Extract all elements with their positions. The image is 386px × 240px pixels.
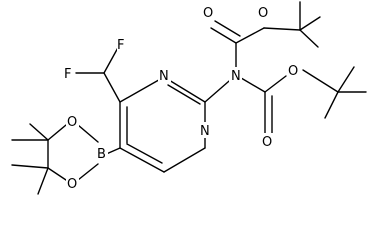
bond-pin-bottom-me2	[37, 167, 49, 195]
bond-oester-tbu-bottom	[302, 69, 339, 93]
atom-n-amine: N	[231, 69, 241, 84]
atom-n-ring-top: N	[159, 69, 169, 84]
bond-pin-top-me1	[29, 123, 49, 141]
bond-o-top-c	[47, 124, 67, 141]
atom-o-carbonyl-bottom: O	[262, 135, 272, 150]
bonds	[11, 1, 367, 195]
bond-carbonyl-top-oester	[235, 27, 265, 44]
atom-labels: F F N N N O O O O B O O	[63, 4, 300, 192]
bond-chf2-ring	[103, 72, 121, 103]
atom-n-ring-bottom: N	[200, 124, 210, 139]
bond-tbu-bottom-me-down	[324, 91, 339, 119]
bond-c4-n3	[119, 76, 165, 103]
bond-c6-c5	[119, 147, 165, 173]
bond-carbonyl-bottom-oester	[264, 75, 287, 93]
bond-b-o-bottom	[77, 163, 99, 181]
bond-carbonyl-top-o	[210, 27, 237, 44]
atom-o-carbonyl-top: O	[203, 6, 213, 21]
bond-tbu-bottom-me-up	[337, 66, 355, 93]
bond-b-o-top	[77, 124, 99, 143]
atom-o-ester-right: O	[288, 64, 298, 79]
bond-n3-c2-double	[167, 84, 201, 105]
atom-o-ester-top: O	[258, 6, 268, 21]
structure-canvas: F F N N N O O O O B O O	[11, 1, 367, 195]
atom-f-top: F	[117, 38, 124, 53]
bond-n1-c6	[163, 147, 206, 173]
atom-o-boronate-top: O	[67, 115, 77, 130]
atom-boron: B	[97, 147, 106, 162]
atom-o-boronate-bottom: O	[67, 177, 77, 192]
atom-f-left: F	[64, 67, 71, 82]
bond-tbu-top-me-down	[299, 29, 319, 48]
bond-o-bottom-c	[47, 167, 67, 181]
bond-carbonyl-top-o-double	[214, 20, 241, 37]
chemical-structure: F F N N N O O O O B O O	[11, 1, 367, 195]
bond-oester-tbu-top	[263, 27, 301, 31]
bond-tbu-top-me-right	[299, 16, 321, 31]
bond-c6-c5-double	[126, 143, 163, 164]
bond-pin-bottom-me1	[11, 164, 49, 169]
